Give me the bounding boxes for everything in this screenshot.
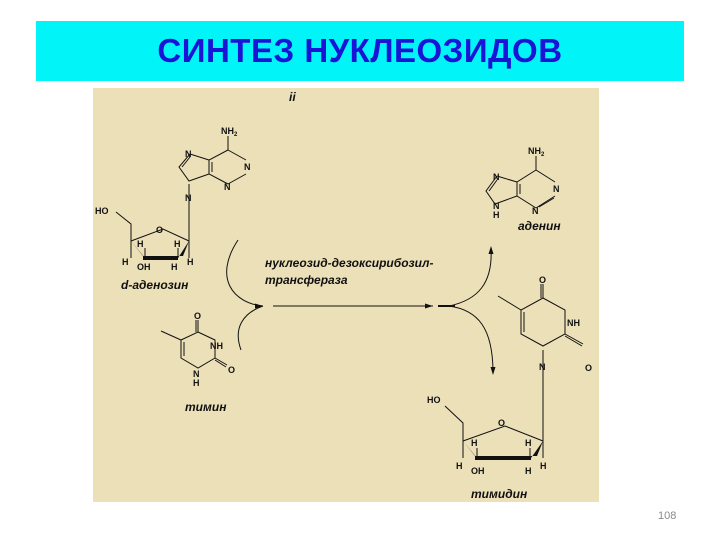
thymidine-ring-o: O [498,418,505,428]
thymidine-n: N [539,362,546,372]
adenosine-ho: HO [95,206,109,216]
panel-label: ii [289,90,296,104]
reaction-diagram: NH2 N N N N HO O H H H H H OH d-аденозин… [93,88,599,502]
adenosine-n3: N [224,182,231,192]
adenosine-n7: N [185,149,192,159]
thymidine-h: H [540,461,547,471]
adenosine-h: H [171,262,178,272]
adenosine-n1: N [244,162,251,172]
adenine-n9: N [493,201,500,211]
adenosine-h: H [174,239,181,249]
thymine-o: O [228,365,235,375]
d-adenosine-label: d-аденозин [121,278,189,292]
adenosine-h: H [187,257,194,267]
thymidine-nh: NH [567,318,580,328]
adenosine-h: H [122,257,129,267]
thymidine-h: H [525,438,532,448]
slide-title: СИНТЕЗ НУКЛЕОЗИДОВ [157,32,563,69]
adenine-n1: N [553,184,560,194]
thymine-nh: NH [210,341,223,351]
thymidine-oh: OH [471,466,485,476]
adenine-label: аденин [518,219,561,233]
enzyme-name-line2: трансфераза [265,273,348,287]
adenosine-nh2: NH2 [221,126,238,138]
reaction-scheme-svg: NH2 N N N N HO O H H H H H OH d-аденозин… [95,90,592,501]
adenine-nh2: NH2 [528,146,545,158]
adenine-n7: N [493,172,500,182]
adenine-h: H [493,210,500,220]
adenosine-oh: OH [137,262,151,272]
adenosine-h: H [137,239,144,249]
thymidine-h: H [471,438,478,448]
thymine-h: H [193,378,200,388]
thymidine-label: тимидин [471,487,528,501]
adenine-n3: N [532,206,539,216]
thymidine-h: H [525,466,532,476]
thymine-label: тимин [185,400,227,414]
thymine-o: O [194,311,201,321]
thymine-n: N [193,369,200,379]
thymidine-o: O [539,275,546,285]
thymidine-o: O [585,363,592,373]
adenosine-n9: N [185,193,192,203]
title-bar: СИНТЕЗ НУКЛЕОЗИДОВ [36,21,684,81]
thymidine-ho: HO [427,395,441,405]
thymidine-h: H [456,461,463,471]
enzyme-name-line1: нуклеозид-дезоксирибозил- [265,256,433,270]
page-number: 108 [658,510,677,522]
adenosine-ring-o: O [156,225,163,235]
